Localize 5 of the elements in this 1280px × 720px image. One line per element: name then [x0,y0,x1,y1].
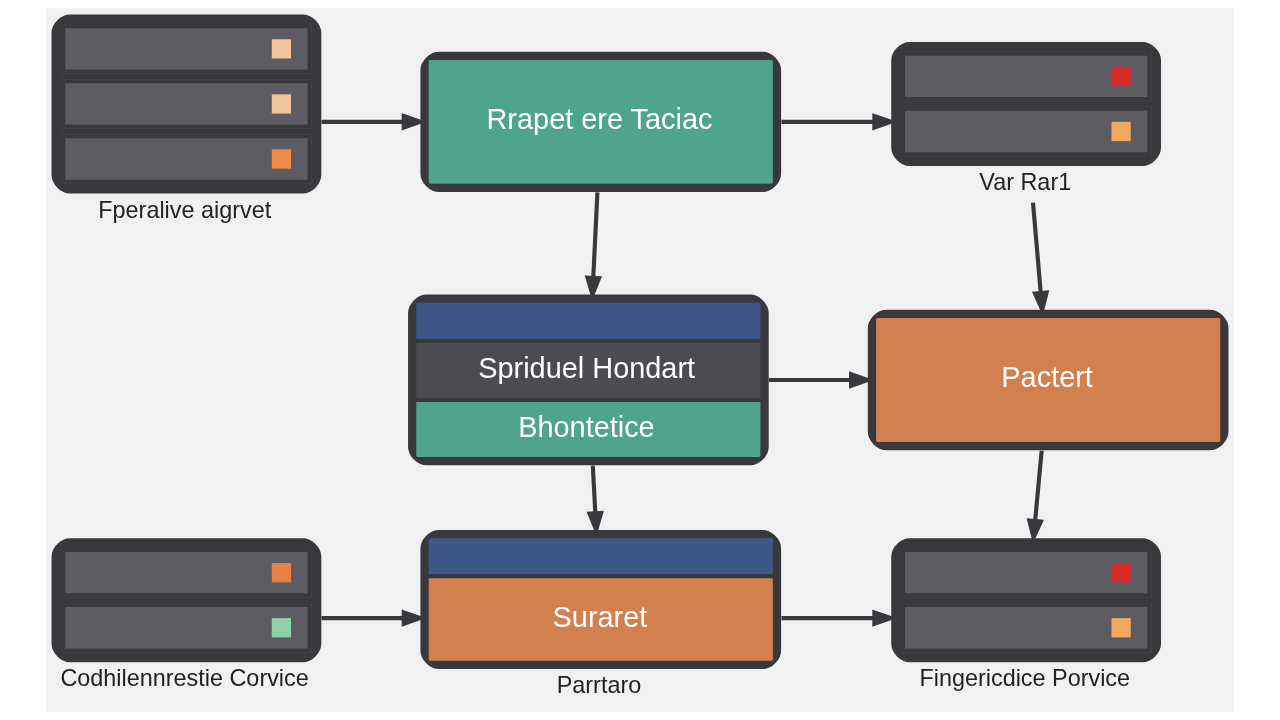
node-label: Var Rar1 [979,169,1072,196]
node-label: Fingericdice Porvice [919,665,1131,692]
node-label: Fperalive aigrvet [98,196,272,223]
node-label: Codhilennrestie Corvice [60,665,309,692]
node-label: Parrtaro [556,672,642,699]
